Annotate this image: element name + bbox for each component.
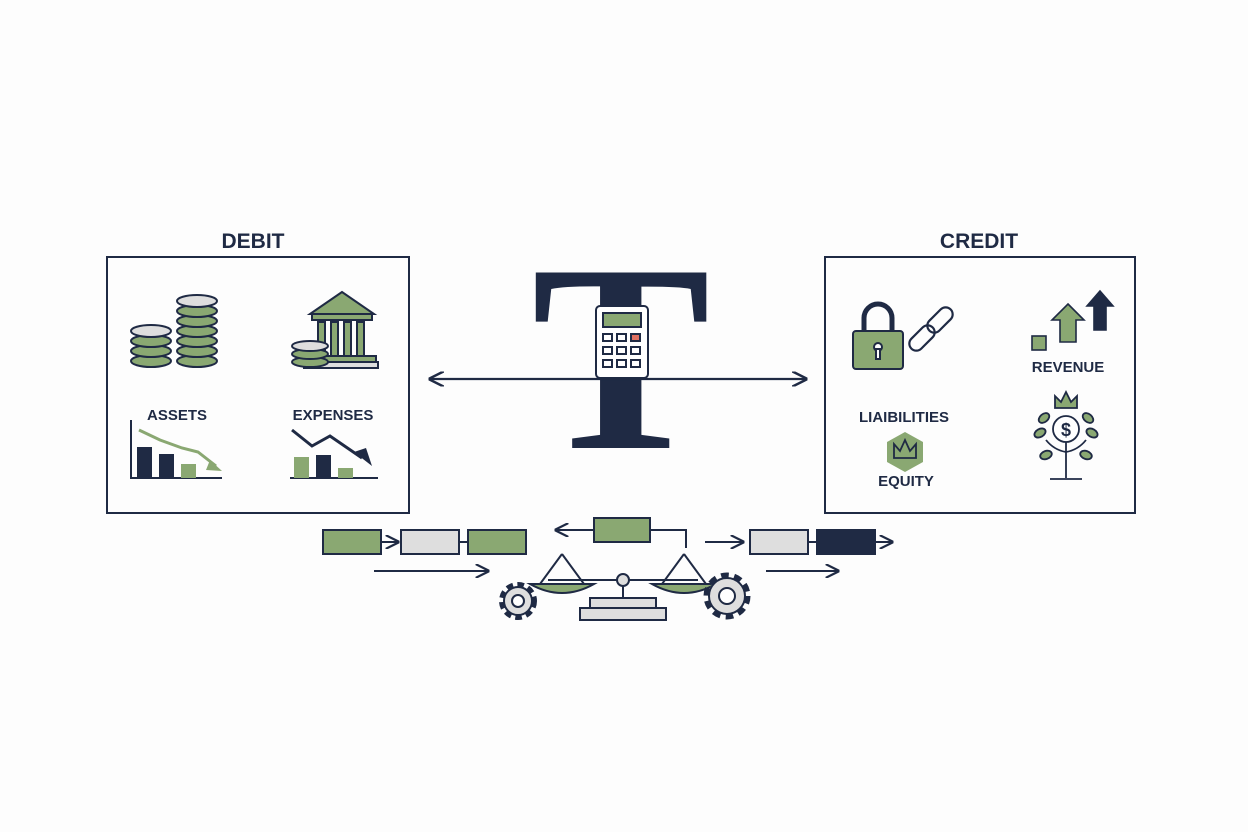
bank-building-icon: [291, 290, 379, 369]
flow-block-green-2: [467, 529, 527, 555]
revenue-label: REVENUE: [1032, 359, 1105, 376]
growth-arrows-icon: [1031, 289, 1115, 351]
gear-icon: [703, 572, 751, 620]
coin-stacks-icon: [130, 294, 218, 368]
debit-panel: DEBIT: [106, 230, 410, 514]
flow-sequence: [322, 517, 892, 571]
bar-chart-down-icon: [130, 420, 222, 479]
money-tree-icon: $: [1033, 389, 1099, 480]
flow-block-navy: [816, 529, 876, 555]
debit-title: DEBIT: [222, 230, 285, 253]
liabilities-label: LIAIBILITIES: [859, 409, 949, 426]
credit-panel: CREDIT REVENUE LIAIBILITIES EQUITY: [824, 230, 1136, 514]
chain-link-icon: [908, 306, 954, 352]
flow-block-gray-2: [749, 529, 809, 555]
balance-scale-icon: [526, 553, 720, 621]
credit-frame: [824, 256, 1136, 514]
calculator-icon: [595, 305, 649, 379]
svg-text:$: $: [1061, 420, 1071, 440]
flow-block-gray-1: [400, 529, 460, 555]
padlock-icon: [852, 301, 904, 370]
flow-block-green-3: [593, 517, 651, 543]
expenses-label: EXPENSES: [293, 407, 374, 424]
flow-block-green-1: [322, 529, 382, 555]
crown-hexagon-icon: [887, 432, 923, 472]
debit-frame: [106, 256, 410, 514]
credit-title: CREDIT: [940, 230, 1018, 253]
equity-label: EQUITY: [878, 473, 934, 490]
t-account-symbol: T: [430, 209, 806, 506]
trend-down-icon: [290, 428, 378, 479]
gear-icon: [499, 582, 537, 620]
assets-label: ASSETS: [147, 407, 207, 424]
